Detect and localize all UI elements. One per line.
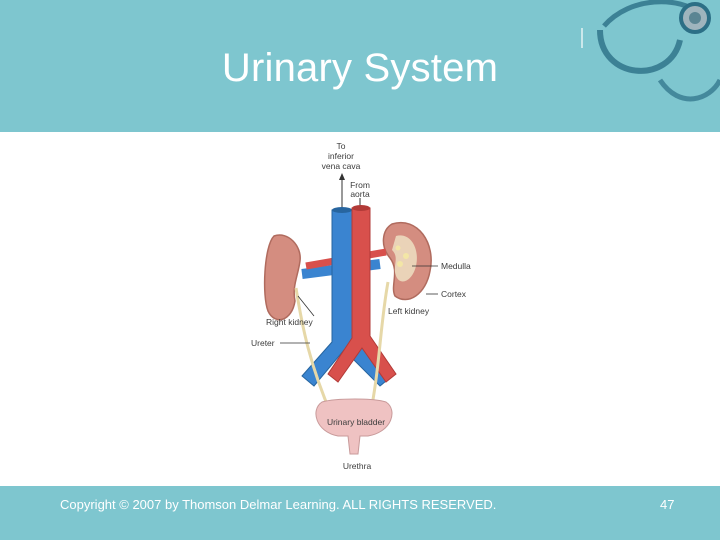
page-number: 47 [660, 497, 675, 512]
right-kidney [263, 234, 301, 321]
urinary-system-diagram: To inferior vena cava From aorta Medulla… [251, 141, 471, 471]
right-ureter [294, 287, 334, 417]
label-right-kidney: Right kidney [266, 317, 314, 327]
label-left-kidney: Left kidney [388, 306, 430, 316]
aorta [327, 207, 397, 383]
slide-title: Urinary System [221, 46, 499, 90]
label-to-ivc-1: To [337, 141, 346, 151]
label-from-aorta-2: aorta [350, 189, 370, 199]
label-medulla: Medulla [441, 261, 471, 271]
header-band: Urinary System [0, 0, 720, 132]
urinary-bladder [315, 398, 393, 455]
label-cortex: Cortex [441, 289, 467, 299]
copyright-notice: Copyright © 2007 by Thomson Delmar Learn… [60, 497, 497, 512]
label-from-aorta-1: From [350, 180, 370, 190]
stethoscope-icon [581, 0, 720, 102]
label-to-ivc-3: vena cava [322, 161, 361, 171]
label-ureter: Ureter [251, 338, 275, 348]
label-urethra: Urethra [343, 461, 372, 471]
label-to-ivc-2: inferior [328, 151, 354, 161]
label-urinary-bladder: Urinary bladder [327, 417, 385, 427]
footer-band: Copyright © 2007 by Thomson Delmar Learn… [0, 486, 720, 540]
